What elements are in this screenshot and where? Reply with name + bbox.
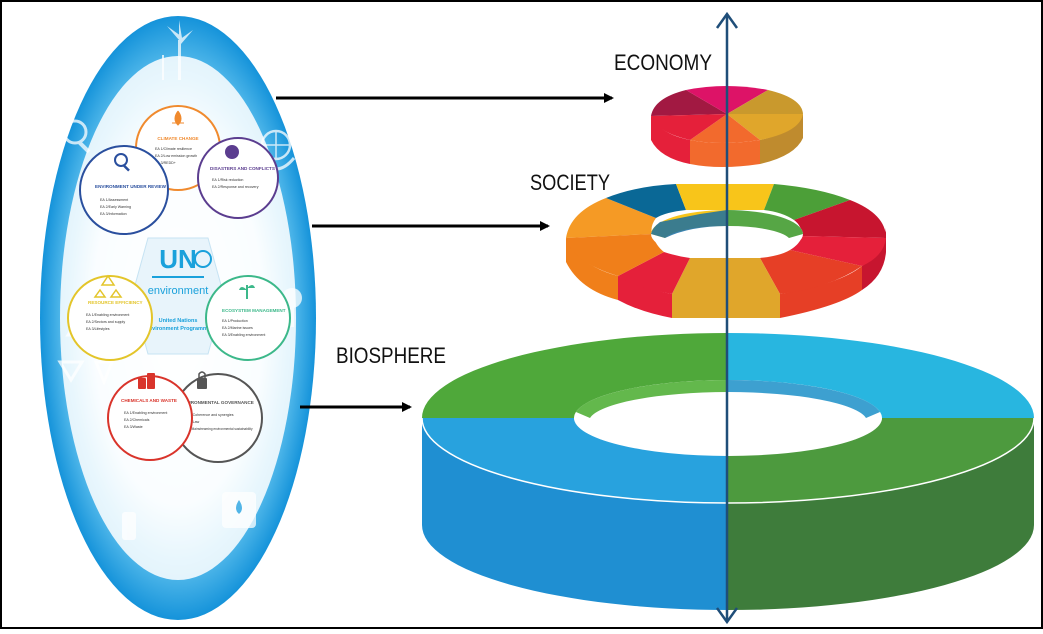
economy-side-seg: [760, 114, 803, 164]
vertical-axis: [715, 11, 739, 625]
sp-title: ECOSYSTEM MANAGEMENT: [222, 308, 286, 313]
sp-item: EA 1/Production: [222, 319, 248, 323]
society-tier: [566, 184, 886, 318]
sp-item: EA 2/Low emission growth: [155, 154, 197, 158]
sp-title: CHEMICALS AND WASTE: [121, 398, 177, 403]
un-environment-wheel: UN environment United Nations Environmen…: [40, 16, 316, 620]
biosphere-inner-wall-right: [728, 380, 880, 418]
sp-item: EA 3/Enabling environment: [222, 333, 265, 337]
un-logo-title: UN: [159, 244, 197, 274]
economy-side-seg: [690, 140, 760, 167]
subprogramme-resource-efficiency: RESOURCE EFFICIENCY EA 1/Enabling enviro…: [67, 274, 153, 361]
subprogramme-chemicals-waste: CHEMICALS AND WASTE EA 1/Enabling enviro…: [107, 373, 193, 461]
un-logo-caption-1: United Nations: [159, 318, 198, 324]
subprogramme-ecosystem-management: ECOSYSTEM MANAGEMENT EA 1/Production EA …: [205, 275, 291, 361]
society-top-seg: [566, 198, 656, 238]
un-environment-logo: UN environment United Nations Environmen…: [131, 237, 225, 355]
economy-top-seg: [727, 90, 803, 114]
sp-title: RESOURCE EFFICIENCY: [88, 300, 143, 305]
logo-divider: [152, 276, 204, 278]
society-top-seg: [790, 236, 886, 266]
economy-label: ECONOMY: [614, 50, 712, 75]
biosphere-side-left: [422, 418, 728, 610]
wind-turbine-icon: [162, 20, 193, 80]
sp-item: EA 1/Enabling environment: [86, 313, 129, 317]
biosphere-top-front-left: [422, 418, 728, 503]
connector-arrows: [276, 93, 614, 412]
sp-item: EA 1/Enabling environment: [124, 411, 167, 415]
un-emblem-icon: [194, 250, 212, 268]
biosphere-top-left: [422, 333, 728, 418]
society-label: SOCIETY: [530, 170, 610, 195]
society-top-seg: [618, 252, 690, 294]
sp-item: EA 3/Lifestyles: [86, 327, 110, 331]
sp-item: EA 1/Coherence and synergies: [184, 413, 234, 417]
axis-up-arrowhead: [715, 11, 739, 29]
economy-top-seg: [690, 114, 760, 143]
subprogramme-environment-under-review: ENVIRONMENT UNDER REVIEW EA 1/Assessment…: [79, 145, 169, 235]
society-inner-wall-blue: [651, 210, 727, 238]
sp-item: EA 1/Risk reduction: [212, 178, 243, 182]
biosphere-side-right: [728, 418, 1034, 610]
biosphere-top-front-right: [728, 418, 1034, 503]
water-bag-icon: [222, 492, 256, 528]
biosphere-top-right: [728, 333, 1034, 418]
flame-icon: [172, 110, 184, 126]
sp-item: EA 3/Mainstreaming environmental sustain…: [184, 427, 253, 431]
sp-item: EA 2/Response and recovery: [212, 185, 259, 189]
sp-item: EA 3/Waste: [124, 425, 143, 429]
sp-title: DISASTERS AND CONFLICTS: [210, 166, 275, 171]
biosphere-label: BIOSPHERE: [336, 343, 446, 368]
economy-top-seg: [651, 90, 727, 116]
magnifier-outline-icon: [62, 119, 91, 154]
society-side-seg: [618, 276, 672, 318]
subprogramme-disasters-conflicts: DISASTERS AND CONFLICTS EA 1/Risk reduct…: [197, 137, 279, 219]
bottle-icon: [122, 512, 136, 540]
sp-item: EA 1/Assessment: [100, 198, 128, 202]
plant-icon: [239, 285, 255, 299]
society-top-seg: [794, 200, 886, 238]
society-inner-wall: [727, 210, 803, 238]
recycle-icon: [93, 274, 123, 298]
economy-tier: [651, 86, 803, 167]
sp-title: ENVIRONMENT UNDER REVIEW: [95, 184, 167, 189]
un-logo-subtitle: environment: [148, 285, 209, 297]
sp-item: EA 3/Information: [100, 212, 127, 216]
magnifier-icon: [114, 153, 130, 172]
society-side-seg: [862, 228, 886, 290]
society-top-seg: [764, 184, 850, 220]
shield-hands-icon: [225, 145, 239, 159]
society-top-seg: [566, 234, 664, 276]
sp-item: EA 3/REDD+: [155, 161, 176, 165]
sp-item: EA 2/Early Warning: [100, 205, 131, 209]
lock-icon: [197, 371, 207, 389]
society-top-seg: [676, 184, 774, 210]
sp-title: ENVIRONMENTAL GOVERNANCE: [180, 400, 254, 405]
economy-top-seg: [727, 114, 803, 140]
biosphere-tier: [421, 333, 1035, 610]
sp-item: EA 2/Sectors and supply: [86, 320, 125, 324]
sp-item: EA 2/Chemicals: [124, 418, 150, 422]
sp-item: EA 2/Marine issues: [222, 326, 253, 330]
society-top-seg: [760, 250, 862, 294]
barrels-icon: [138, 373, 155, 389]
axis-down-arrowhead: [715, 607, 739, 625]
sdg-wedding-cake: ECONOMY SOCIETY BIOSPHERE: [336, 11, 1035, 625]
society-side-seg: [566, 238, 618, 300]
society-top-seg: [606, 184, 686, 218]
society-side-seg: [780, 266, 862, 318]
un-logo-caption-2: Environment Programme: [145, 326, 211, 332]
biosphere-inner-wall-left: [576, 380, 728, 418]
sp-title: CLIMATE CHANGE: [157, 136, 198, 141]
economy-top-seg: [651, 114, 727, 140]
sp-item: EA 1/Climate resilience: [155, 147, 192, 151]
